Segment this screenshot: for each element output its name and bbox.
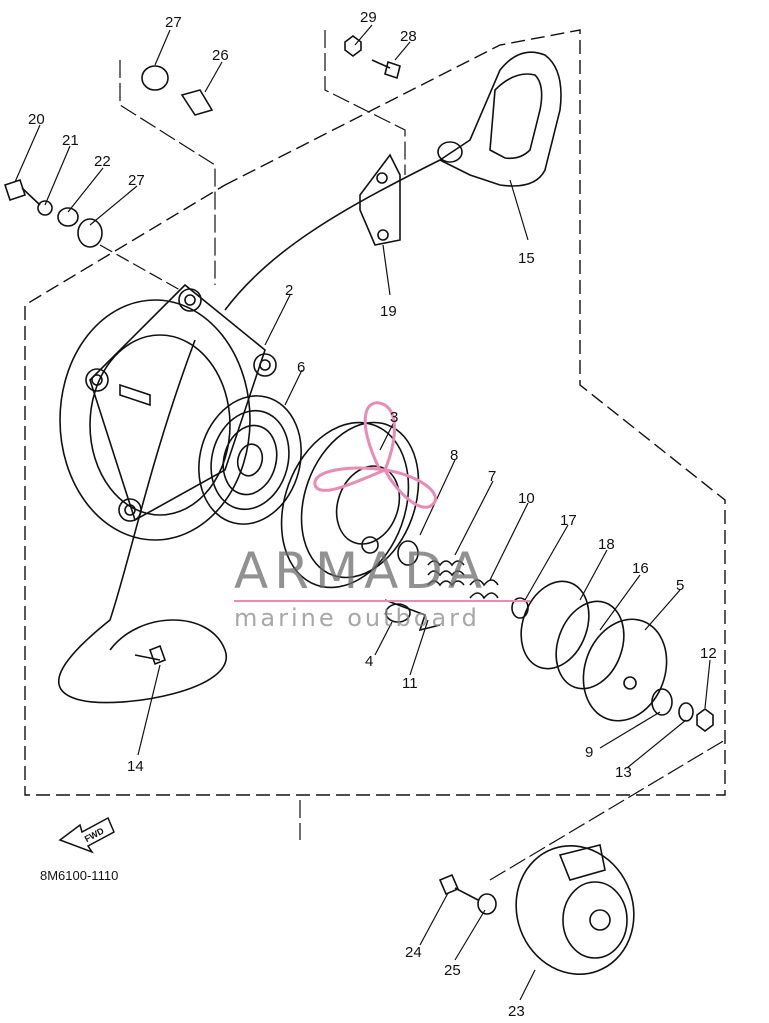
callout-27b: 27 xyxy=(128,172,145,189)
callout-16: 16 xyxy=(632,560,649,577)
callout-24: 24 xyxy=(405,944,422,961)
bolt-set-left xyxy=(3,178,181,291)
drawing-code: 8M6100-1110 xyxy=(40,868,118,883)
callout-9: 9 xyxy=(585,744,593,761)
cover-bolt-set xyxy=(438,873,497,915)
small-spring-set xyxy=(397,540,529,619)
watermark-brand: ARMADA xyxy=(234,542,488,600)
pawl-and-clip xyxy=(384,599,441,632)
callout-22: 22 xyxy=(94,153,111,170)
watermark: ARMADA marine outboard xyxy=(234,401,530,632)
callout-leaders xyxy=(14,24,711,1001)
spiral-spring xyxy=(198,395,302,525)
callout-23: 23 xyxy=(508,1003,525,1020)
fwd-label: FWD xyxy=(83,825,106,844)
fwd-arrow-icon: FWD xyxy=(58,816,115,854)
screw-set-top xyxy=(344,35,401,80)
callout-13: 13 xyxy=(615,764,632,781)
callout-19: 19 xyxy=(380,303,397,320)
callout-27: 27 xyxy=(165,14,182,31)
callout-8: 8 xyxy=(450,447,458,464)
rope-guide xyxy=(359,153,401,246)
callout-4: 4 xyxy=(365,653,373,670)
callout-18: 18 xyxy=(598,536,615,553)
sheave-drum xyxy=(280,421,420,589)
watermark-tagline: marine outboard xyxy=(234,604,480,632)
callout-21: 21 xyxy=(62,132,79,149)
callout-15: 15 xyxy=(518,250,535,267)
callout-12: 12 xyxy=(700,645,717,662)
callout-28: 28 xyxy=(400,28,417,45)
callout-3: 3 xyxy=(390,409,398,426)
collar-set-top xyxy=(141,65,214,116)
callout-29: 29 xyxy=(360,9,377,26)
callout-6: 6 xyxy=(297,359,305,376)
callout-20: 20 xyxy=(28,111,45,128)
callout-7: 7 xyxy=(488,468,496,485)
starter-rope xyxy=(58,339,228,704)
callout-11: 11 xyxy=(402,675,418,692)
leader-group-26-27 xyxy=(119,60,216,285)
watermark-logo-icon xyxy=(313,401,437,509)
callout-17: 17 xyxy=(560,512,577,529)
callout-10: 10 xyxy=(518,490,535,507)
plate-and-cover xyxy=(520,580,714,732)
rope-end xyxy=(134,644,167,666)
callout-26: 26 xyxy=(212,47,229,64)
callout-labels: 27 26 20 21 22 27 29 28 15 19 2 6 3 8 7 … xyxy=(28,9,717,1020)
callout-2: 2 xyxy=(285,282,293,299)
leader-group-28-29 xyxy=(324,30,406,175)
assembly-boundary xyxy=(24,29,726,796)
callout-5: 5 xyxy=(676,577,684,594)
end-cover xyxy=(515,844,635,976)
callout-25: 25 xyxy=(444,962,461,979)
starter-handle xyxy=(437,51,562,187)
rope-to-handle xyxy=(224,159,441,311)
callout-14: 14 xyxy=(127,758,144,775)
